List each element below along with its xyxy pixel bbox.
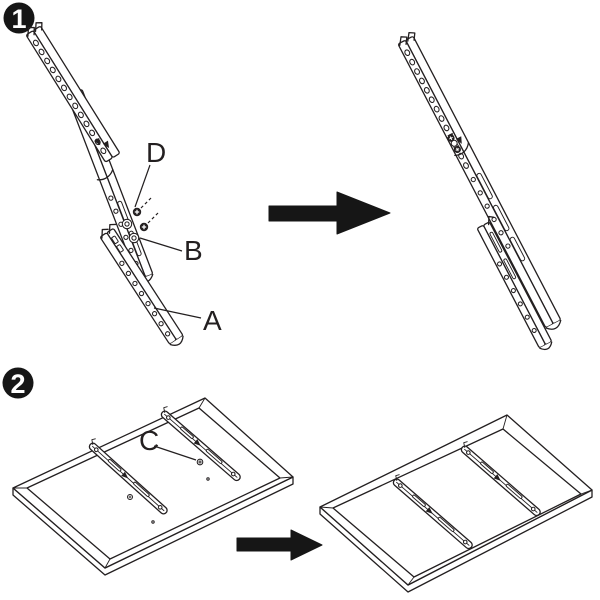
part-label-a: A — [203, 305, 222, 336]
callout-d: D — [134, 137, 166, 208]
part-label-d: D — [146, 137, 166, 168]
screw-c — [196, 458, 204, 466]
assembled-rail-assembly — [398, 31, 562, 351]
label-b-leader-line — [139, 237, 183, 252]
step-2-section: 2 C — [2, 367, 593, 593]
panel-after — [319, 414, 593, 593]
label-a-leader-line — [153, 307, 202, 319]
step-2-badge-circle — [2, 367, 34, 399]
installed-screw-d — [447, 134, 455, 142]
callout-c: C — [139, 425, 197, 461]
step-2-badge: 2 — [2, 367, 34, 399]
outer-rail — [26, 22, 120, 163]
exploded-rail-assembly — [26, 22, 190, 350]
washer-b-1 — [121, 218, 133, 230]
slide-mark-icon — [455, 136, 462, 144]
panel-bevel-corners — [319, 414, 593, 586]
installed-screw-d — [453, 145, 461, 154]
slide-mark-icon — [102, 140, 110, 149]
panel-before — [12, 397, 294, 576]
panel-screw — [127, 494, 133, 500]
step-2-number: 2 — [10, 369, 25, 399]
part-label-b: B — [184, 235, 203, 266]
label-c-leader-line — [153, 445, 197, 461]
right-arrow-icon — [268, 191, 391, 235]
callout-b: B — [139, 235, 203, 266]
right-arrow-icon — [236, 529, 323, 561]
panel-pilot-hole — [151, 520, 155, 524]
label-d-leader-line — [134, 164, 151, 208]
panel-pilot-hole — [206, 477, 210, 481]
step-1-badge: 1 — [3, 2, 35, 34]
step-1-number: 1 — [11, 4, 26, 34]
screw-axis-dash — [147, 212, 159, 224]
attached-rail-a — [477, 215, 553, 351]
rail-a — [96, 221, 190, 350]
panel-back-face — [319, 414, 593, 586]
part-label-c: C — [139, 425, 159, 456]
panel-bevel-corners — [12, 397, 294, 569]
screw-d-1 — [132, 207, 142, 217]
screw-axis-dash — [140, 197, 152, 209]
screw-d-2 — [139, 222, 149, 232]
step-1-badge-circle — [3, 2, 35, 34]
slide-mark-icon — [94, 137, 101, 146]
washer-b-2 — [128, 232, 140, 244]
step-1-section: 1 — [3, 2, 562, 351]
callout-a: A — [153, 305, 222, 336]
